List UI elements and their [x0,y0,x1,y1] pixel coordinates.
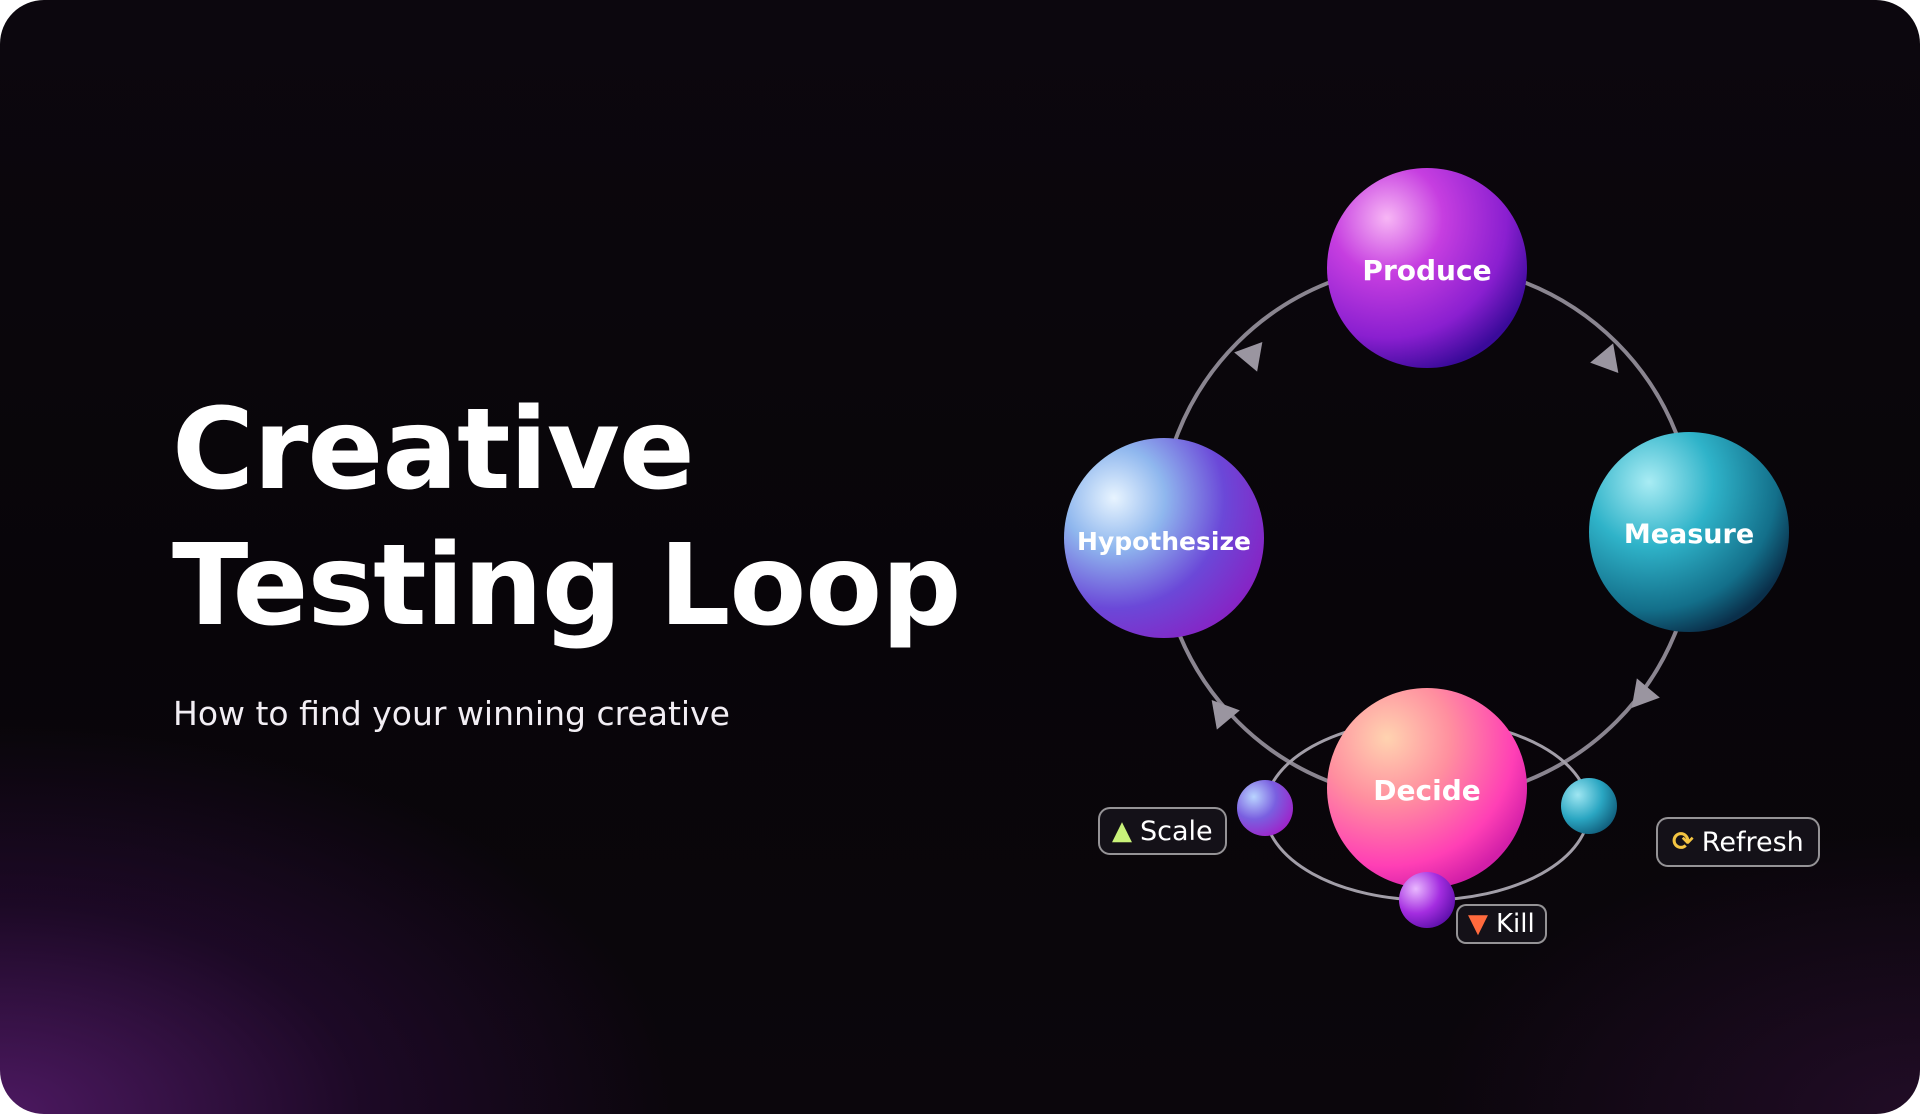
outcome-kill-label: Kill [1496,909,1535,939]
node-produce: Produce [1327,168,1527,368]
title-line-1: Creative [172,385,695,515]
title-line-2: Testing Loop [172,521,961,651]
node-hypothesize-label: Hypothesize [1077,527,1251,556]
outcome-kill-pill: ▼ Kill [1456,904,1547,944]
up-arrow-icon: ▲ [1112,816,1132,846]
outcome-refresh-pill: ⟳ Refresh [1656,817,1820,867]
node-measure-label: Measure [1624,519,1754,550]
page-title: Creative Testing Loop [172,382,961,654]
arrow-measure-to-decide [1631,678,1660,708]
node-produce-label: Produce [1362,254,1491,287]
subtitle: How to find your winning creative [173,694,730,733]
refresh-orb [1561,778,1617,834]
arrow-produce-to-measure [1590,343,1619,373]
refresh-icon: ⟳ [1672,827,1694,857]
arrow-decide-to-hypothesize [1211,700,1240,730]
down-arrow-icon: ▼ [1468,909,1488,939]
node-decide-label: Decide [1373,774,1480,807]
kill-orb [1399,872,1455,928]
node-decide: Decide [1327,688,1527,888]
outcome-scale-pill: ▲ Scale [1098,807,1227,855]
scale-orb [1237,780,1293,836]
node-measure: Measure [1589,432,1789,632]
outcome-refresh-label: Refresh [1701,826,1804,858]
node-hypothesize: Hypothesize [1064,438,1264,638]
arrow-hypothesize-to-produce [1234,342,1263,372]
outcome-scale-label: Scale [1140,815,1213,847]
